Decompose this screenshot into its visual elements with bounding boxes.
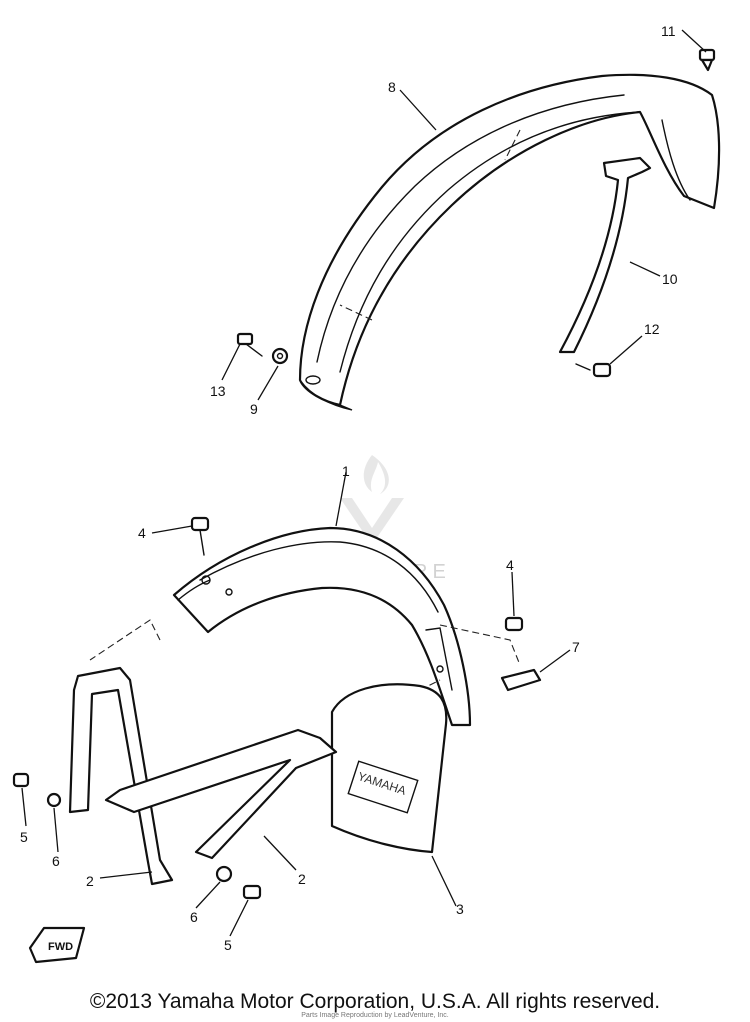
cable-clip-7 — [500, 668, 542, 692]
callout-12: 12 — [644, 321, 660, 337]
bolt-5-lower — [242, 884, 262, 900]
bolt-5-left — [12, 772, 30, 788]
callout-6-lower: 6 — [190, 909, 198, 925]
copyright-notice: ©2013 Yamaha Motor Corporation, U.S.A. A… — [89, 990, 661, 1013]
callout-3: 3 — [456, 901, 464, 917]
callout-2-right: 2 — [298, 871, 306, 887]
callout-1: 1 — [342, 463, 350, 479]
front-fender — [89, 526, 521, 727]
callout-8: 8 — [388, 79, 396, 95]
watermark-logo — [340, 455, 404, 545]
callout-2-left: 2 — [86, 873, 94, 889]
rear-fender-stay — [558, 156, 652, 354]
callout-4-top: 4 — [138, 525, 146, 541]
bolt-12 — [575, 362, 612, 378]
bolt-13 — [236, 332, 263, 357]
callout-5-left: 5 — [20, 829, 28, 845]
callout-9: 9 — [250, 401, 258, 417]
callout-10: 10 — [662, 271, 678, 287]
mud-flap: YAMAHA — [330, 683, 448, 854]
washer-6-lower — [215, 865, 233, 883]
washer-6-left — [46, 792, 62, 808]
callout-5-lower: 5 — [224, 937, 232, 953]
front-fender-stay-left — [68, 666, 174, 886]
rear-fender — [298, 73, 721, 411]
fine-print: Parts Image Reproduction by LeadVenture,… — [301, 1012, 449, 1019]
bolt-4-top — [190, 516, 210, 556]
front-fender-stay-right — [104, 728, 338, 860]
callout-6-left: 6 — [52, 853, 60, 869]
bolt-4-right — [504, 616, 524, 632]
fwd-arrow-icon: FWD — [28, 926, 86, 964]
callout-13: 13 — [210, 383, 226, 399]
washer-9 — [271, 347, 289, 365]
fwd-label: FWD — [48, 941, 73, 953]
bolt-11 — [698, 48, 716, 72]
callout-11: 11 — [661, 23, 676, 39]
callout-7: 7 — [572, 639, 580, 655]
callout-4-right: 4 — [506, 557, 514, 573]
